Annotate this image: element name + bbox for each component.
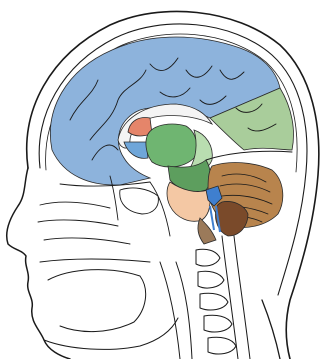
septal-area <box>124 142 148 158</box>
skull-base-lines <box>60 176 170 236</box>
jaw-outline <box>44 318 178 349</box>
tentorium-line <box>206 151 292 160</box>
tongue-outline <box>48 270 146 332</box>
sphenoid-sinus-outline <box>120 188 159 214</box>
neck-back-outline <box>262 300 280 359</box>
palate-line <box>40 259 150 262</box>
pharynx-outline <box>160 262 192 359</box>
spinal-cord <box>222 236 250 359</box>
cervical-vertebrae <box>196 249 236 354</box>
thalamus <box>146 124 197 167</box>
face-profile <box>7 168 70 359</box>
